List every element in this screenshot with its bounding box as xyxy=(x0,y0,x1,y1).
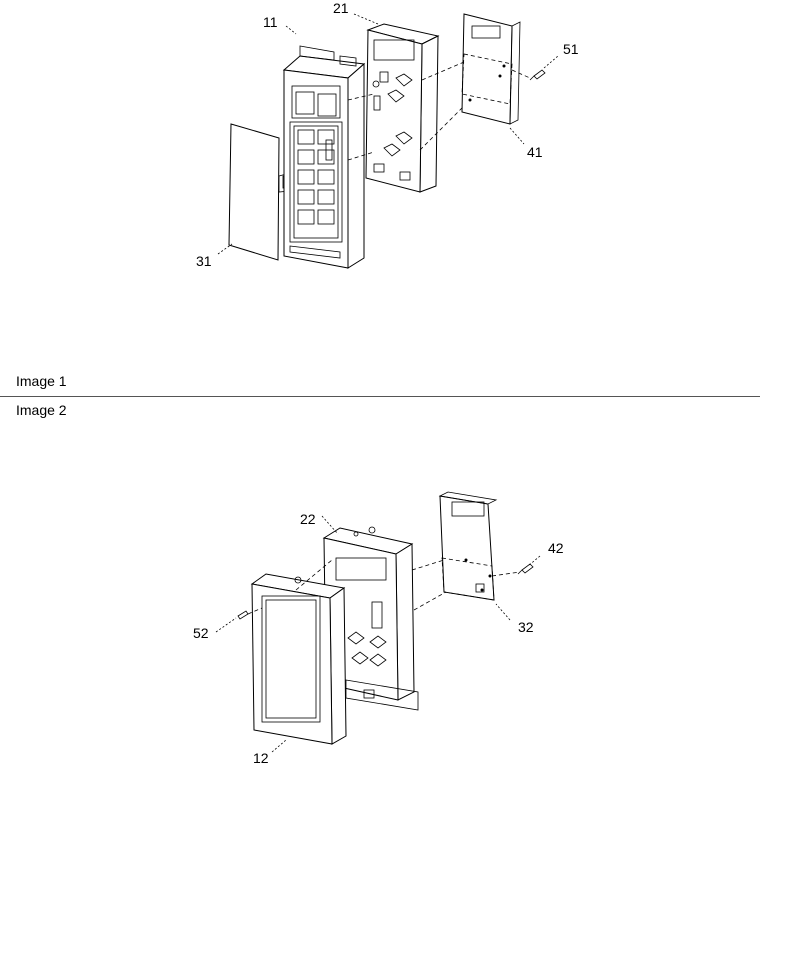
callout-31: 31 xyxy=(196,253,212,269)
part-42-screw xyxy=(517,563,534,575)
callout-51: 51 xyxy=(563,41,579,57)
caption-image-1: Image 1 xyxy=(16,373,67,389)
caption-image-2: Image 2 xyxy=(16,402,67,418)
callout-11: 11 xyxy=(263,14,278,30)
part-52-screw xyxy=(237,610,249,620)
exploded-diagram-1: 11 21 51 41 31 xyxy=(0,0,800,370)
part-51-screw xyxy=(529,69,546,81)
callout-42: 42 xyxy=(548,540,564,556)
callout-21: 21 xyxy=(333,0,349,16)
part-12-front-panel xyxy=(250,573,347,745)
diagram-1-svg: 11 21 51 41 31 xyxy=(196,0,579,269)
callout-41: 41 xyxy=(527,144,543,160)
divider xyxy=(0,396,760,397)
callout-22: 22 xyxy=(300,511,316,527)
callout-12: 12 xyxy=(253,750,269,766)
exploded-diagram-2: 22 42 52 32 12 xyxy=(0,420,800,967)
part-11-front-panel xyxy=(282,45,366,269)
part-32-pcb xyxy=(438,491,498,601)
diagram-2-svg: 22 42 52 32 12 xyxy=(193,491,564,766)
part-21-frame xyxy=(365,23,440,193)
callout-52: 52 xyxy=(193,625,209,641)
callout-32: 32 xyxy=(518,619,534,635)
part-41-pcb xyxy=(461,13,521,125)
